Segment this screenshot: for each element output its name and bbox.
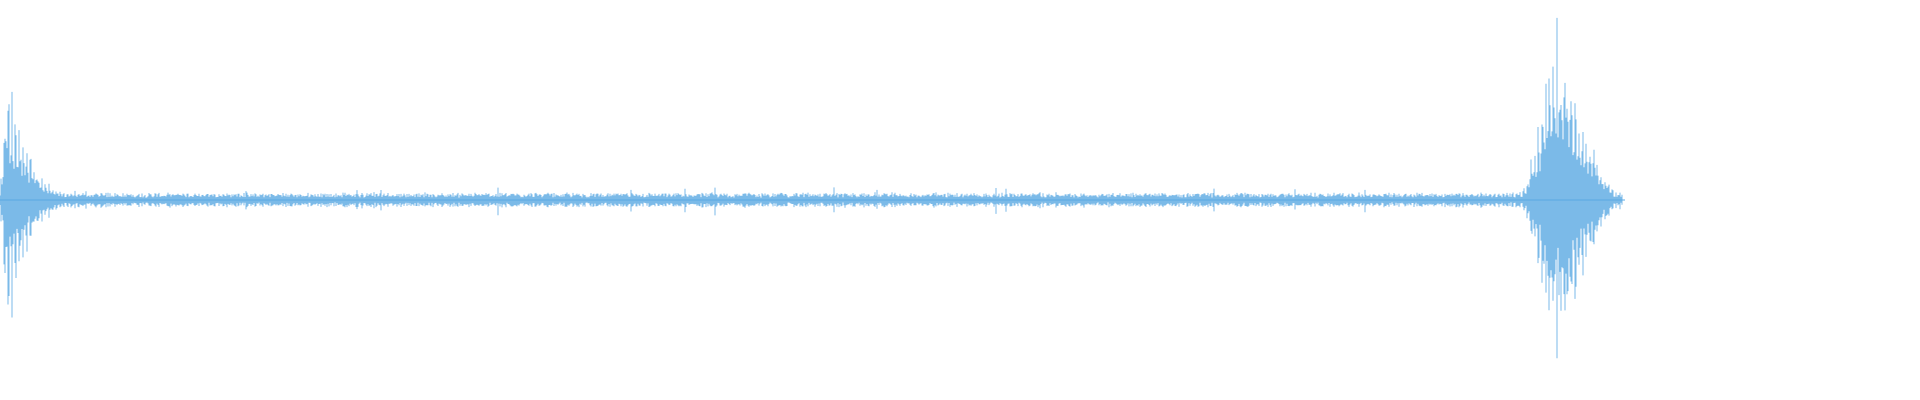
waveform-samples: [0, 17, 1623, 359]
waveform-path: [0, 17, 1623, 359]
